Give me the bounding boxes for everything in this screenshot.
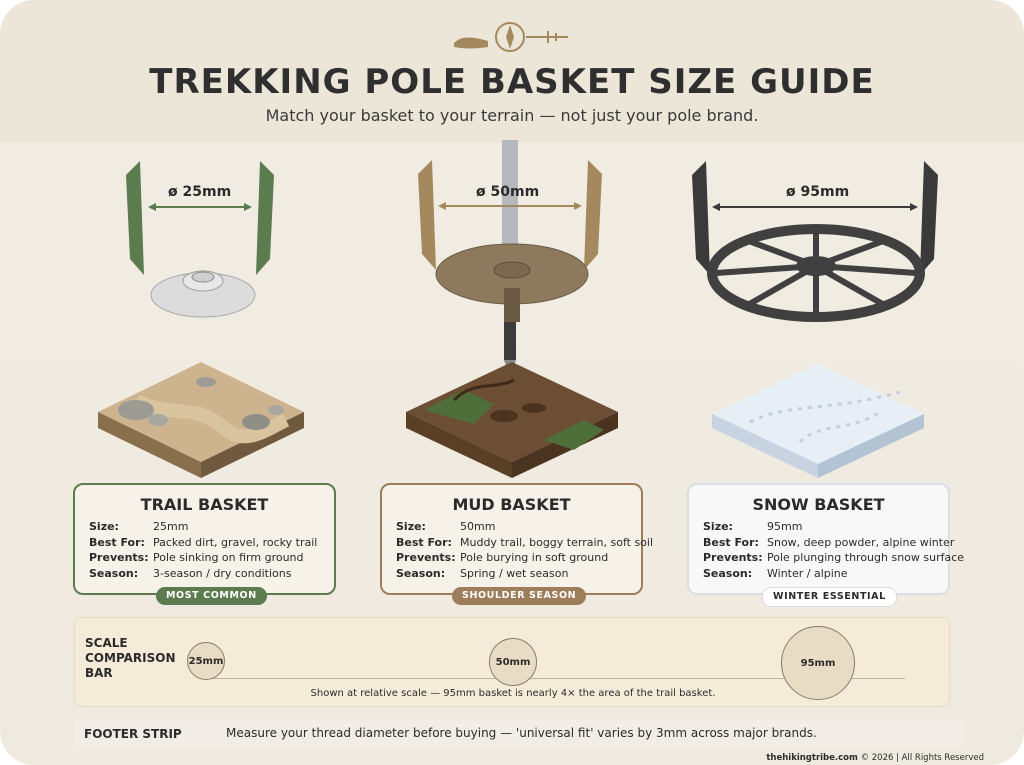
prevents-label: Prevents: bbox=[703, 551, 763, 564]
snow-dimension: ø 95mm bbox=[786, 184, 850, 200]
best-for-label: Best For: bbox=[396, 535, 452, 549]
prevents-label: Prevents: bbox=[89, 551, 149, 564]
size-label: Size: bbox=[89, 520, 119, 533]
credit-site: thehikingtribe.com bbox=[766, 753, 858, 763]
scale-label-line: COMPARISON bbox=[85, 651, 176, 665]
trail-season: 3-season / dry conditions bbox=[153, 566, 292, 580]
scale-circle-95mm: 95mm bbox=[781, 626, 855, 700]
trail-best-for: Packed dirt, gravel, rocky trail bbox=[153, 535, 318, 549]
footer-text: Measure your thread diameter before buyi… bbox=[226, 726, 817, 740]
mud-badge: SHOULDER SEASON bbox=[452, 587, 587, 605]
mud-prevents: Pole burying in soft ground bbox=[460, 551, 609, 564]
rocky-terrain-icon bbox=[98, 362, 304, 478]
best-for-label: Best For: bbox=[703, 535, 759, 549]
prevents-label: Prevents: bbox=[396, 551, 456, 564]
scale-line bbox=[205, 678, 905, 679]
footer-label: FOOTER STRIP bbox=[84, 727, 182, 741]
trail-badge: MOST COMMON bbox=[156, 587, 267, 605]
hiking-boot-compass-logo-icon bbox=[454, 22, 568, 52]
snow-basket-title: SNOW BASKET bbox=[752, 495, 885, 514]
size-label: Size: bbox=[703, 520, 733, 533]
trail-basket-title: TRAIL BASKET bbox=[140, 495, 269, 514]
snow-best-for: Snow, deep powder, alpine winter bbox=[767, 535, 955, 549]
snow-basket-icon bbox=[707, 224, 925, 322]
scale-comparison-bar: SCALE COMPARISON BAR 25mm 50mm 95mm Show… bbox=[74, 617, 950, 707]
trail-basket-card: TRAIL BASKET Size: 25mm Best For: Packed d… bbox=[73, 483, 336, 595]
mud-size: 50mm bbox=[460, 520, 496, 533]
trail-size: 25mm bbox=[153, 520, 189, 533]
credit-rights: © 2026 | All Rights Reserved bbox=[857, 753, 984, 763]
season-label: Season: bbox=[89, 566, 139, 580]
trail-prevents: Pole sinking on firm ground bbox=[153, 551, 304, 564]
scale-label: SCALE COMPARISON BAR bbox=[85, 636, 185, 681]
credit-line: thehikingtribe.com © 2026 | All Rights R… bbox=[766, 753, 984, 763]
mud-dimension: ø 50mm bbox=[476, 184, 540, 200]
snow-season: Winter / alpine bbox=[767, 566, 848, 580]
mud-basket-icon bbox=[435, 243, 589, 322]
mud-caliper-icon bbox=[418, 140, 602, 376]
size-label: Size: bbox=[396, 520, 426, 533]
season-label: Season: bbox=[703, 566, 753, 580]
trail-dimension: ø 25mm bbox=[168, 184, 232, 200]
page-subtitle: Match your basket to your terrain — not … bbox=[265, 106, 759, 125]
snow-terrain-icon bbox=[712, 364, 924, 478]
scale-label-line: BAR bbox=[85, 666, 113, 680]
mud-basket-title: MUD BASKET bbox=[452, 495, 571, 514]
mud-best-for: Muddy trail, boggy terrain, soft soil bbox=[460, 535, 654, 549]
snow-size: 95mm bbox=[767, 520, 803, 533]
snow-basket-card: SNOW BASKET Size: 95mm Best For: Snow, dee… bbox=[687, 483, 964, 595]
snow-caliper-icon bbox=[692, 161, 938, 275]
scale-label-line: SCALE bbox=[85, 636, 128, 650]
snow-badge: WINTER ESSENTIAL bbox=[762, 587, 897, 607]
snow-prevents: Pole plunging through snow surface bbox=[767, 551, 965, 564]
trail-basket-icon bbox=[150, 270, 256, 318]
scale-circle-25mm: 25mm bbox=[187, 642, 225, 680]
mud-basket-card: MUD BASKET Size: 50mm Best For: Muddy trai… bbox=[380, 483, 653, 595]
scale-note: Shown at relative scale — 95mm basket is… bbox=[310, 688, 716, 699]
scale-circle-50mm: 50mm bbox=[489, 638, 537, 686]
mud-season: Spring / wet season bbox=[460, 566, 569, 580]
footer-strip: FOOTER STRIP Measure your thread diamete… bbox=[74, 718, 964, 750]
best-for-label: Best For: bbox=[89, 535, 145, 549]
mud-terrain-icon bbox=[406, 362, 618, 478]
season-label: Season: bbox=[396, 566, 446, 580]
trail-caliper-icon bbox=[126, 161, 274, 275]
page-title: TREKKING POLE BASKET SIZE GUIDE bbox=[149, 62, 875, 102]
